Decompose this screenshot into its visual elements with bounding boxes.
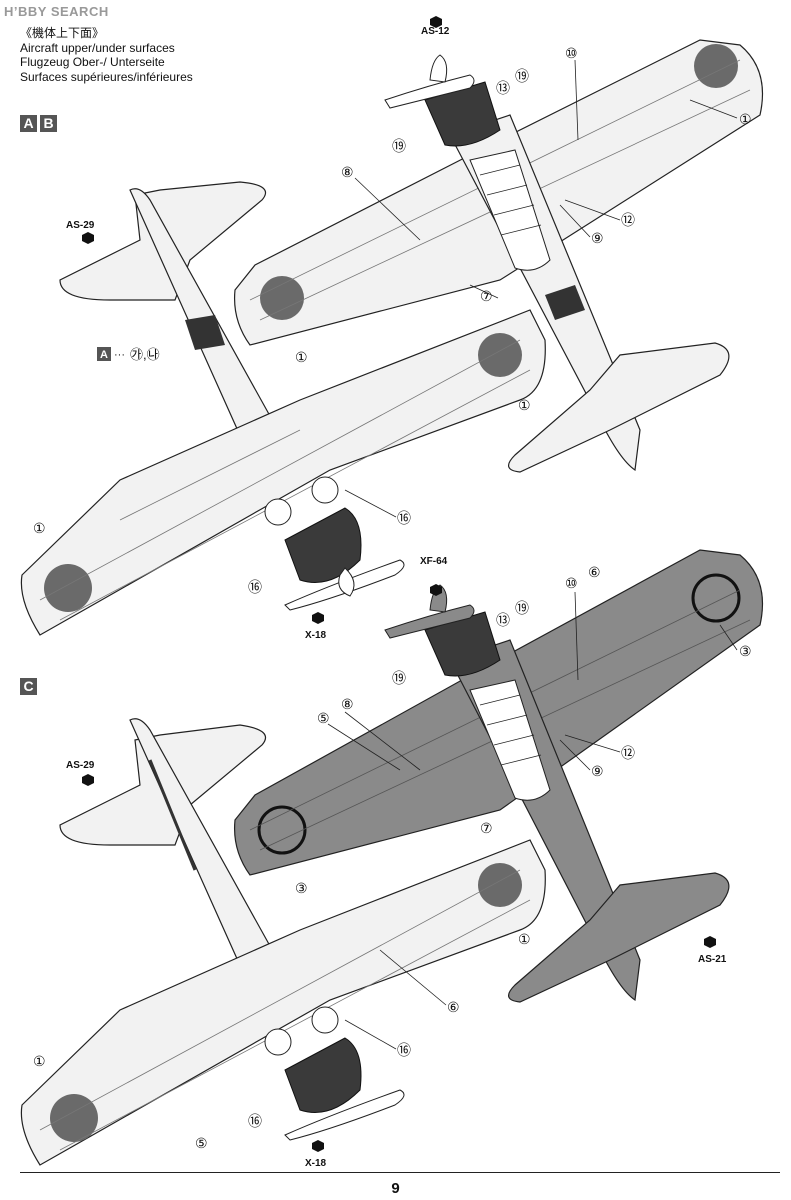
- callout-1e: ①: [518, 931, 531, 947]
- callout-13b: ⑬: [496, 612, 510, 628]
- decal-ref-letter: A: [100, 349, 108, 361]
- watermark: H’BBY SEARCH: [4, 4, 109, 19]
- callout-8b: ⑧: [341, 696, 354, 712]
- section-c-box: C: [20, 678, 37, 695]
- leader-lines: [327, 59, 738, 1050]
- paint-label-x18-top: X-18: [305, 630, 327, 641]
- callout-5b: ⑤: [195, 1135, 208, 1151]
- callout-12: ⑫: [621, 212, 635, 228]
- paint-label-xf64: XF-64: [420, 556, 448, 567]
- callout-10: ⑩: [565, 45, 578, 61]
- callout-9b: ⑨: [591, 763, 604, 779]
- callout-1f: ①: [33, 1053, 46, 1069]
- page-number: 9: [391, 1180, 400, 1197]
- callout-5a: ⑤: [317, 710, 330, 726]
- hinomaru-upperwing-right: [694, 44, 738, 88]
- header-de: Flugzeug Ober-/ Unterseite: [20, 55, 165, 69]
- callout-16c: ⑯: [397, 1042, 411, 1058]
- callout-6b: ⑥: [447, 999, 460, 1015]
- decal-ref-box: [97, 347, 111, 361]
- header-jp: 《機体上下面》: [20, 26, 105, 40]
- callout-1c: ①: [518, 397, 531, 413]
- callouts-top: ① ① ① ① ⑦ ⑧ ⑨ ⑩ ⑫ ⑬ ⑯ ⑯ ⑲: [33, 45, 752, 595]
- callout-6a: ⑥: [588, 564, 601, 580]
- section-b-box: B: [40, 115, 57, 132]
- aircraft-underside-bottom: [20, 718, 546, 1166]
- decal-ref-dots: ···: [114, 349, 125, 361]
- callout-13: ⑬: [496, 80, 510, 96]
- aircraft-upper-bottom: [233, 549, 764, 1003]
- callout-19b: ⑲: [392, 138, 406, 154]
- hinomaru-outlined-left: [257, 805, 307, 855]
- hinomaru-underwing-left: [44, 564, 92, 612]
- aircraft-upper-top: [233, 39, 764, 473]
- paint-label-as29-bottom: AS-29: [66, 760, 95, 771]
- hinomaru-underwing-right-c: [478, 863, 522, 907]
- section-a-box: A: [20, 115, 37, 132]
- paint-label-x18-bottom: X-18: [305, 1158, 327, 1169]
- paint-label-as21: AS-21: [698, 954, 727, 965]
- callouts-bottom: ① ① ③ ③ ⑤ ⑤ ⑥ ⑥ ⑦ ⑧ ⑨ ⑩ ⑫ ⑬ ⑯ ⑯ ⑲: [33, 564, 752, 1151]
- callout-12b: ⑫: [621, 745, 635, 761]
- callout-8: ⑧: [341, 164, 354, 180]
- callout-16a: ⑯: [397, 510, 411, 526]
- decal-ref-parts: ㉮,㉯: [130, 347, 160, 362]
- aircraft-underside-top: [20, 181, 546, 636]
- callout-9: ⑨: [591, 230, 604, 246]
- hinomaru-underwing-left-c: [50, 1094, 98, 1142]
- callout-3b: ③: [295, 880, 308, 896]
- callout-1a: ①: [739, 111, 752, 127]
- hinomaru-underwing-right: [478, 333, 522, 377]
- callout-16b: ⑯: [248, 579, 262, 595]
- callout-7b: ⑦: [480, 820, 493, 836]
- paint-label-as12: AS-12: [421, 26, 450, 37]
- callout-19d: ⑲: [392, 670, 406, 686]
- callout-19a: ⑲: [515, 68, 529, 84]
- hinomaru-upperwing-left: [260, 276, 304, 320]
- hinomaru-outlined-right: [691, 573, 741, 623]
- callout-1d: ①: [33, 520, 46, 536]
- callout-10b: ⑩: [565, 575, 578, 591]
- callout-1b: ①: [295, 349, 308, 365]
- header-fr: Surfaces supérieures/inférieures: [20, 69, 193, 84]
- header-en: Aircraft upper/under surfaces: [20, 40, 175, 55]
- header-block: 《機体上下面》 Aircraft upper/under surfaces Fl…: [20, 26, 193, 84]
- paint-label-as29-top: AS-29: [66, 220, 95, 231]
- callout-3a: ③: [739, 643, 752, 659]
- paint-markers: [82, 16, 716, 1152]
- footer-rule: [20, 1172, 780, 1173]
- callout-7: ⑦: [480, 288, 493, 304]
- callout-19c: ⑲: [515, 600, 529, 616]
- callout-16d: ⑯: [248, 1113, 262, 1129]
